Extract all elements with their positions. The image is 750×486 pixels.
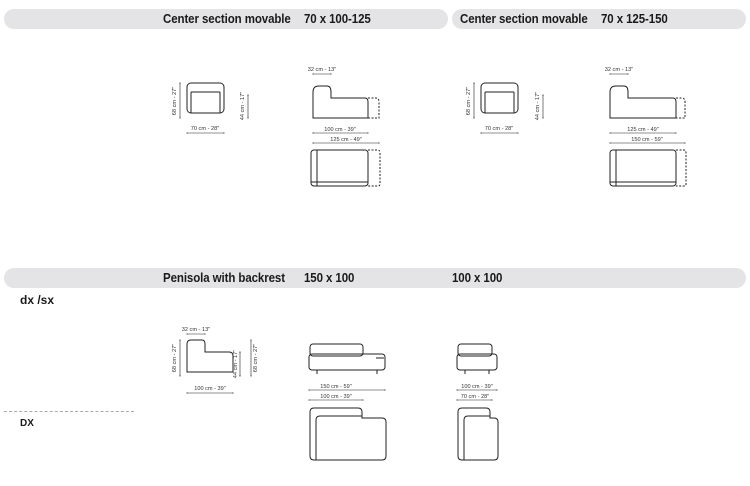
header-size-a: 150 x 100 xyxy=(304,271,355,285)
dim-h44-b: 44 cm - 17" xyxy=(535,92,541,120)
header-bar-left: Center section movable 70 x 100-125 xyxy=(4,9,448,29)
dim-w32-a: 32 cm - 13" xyxy=(308,67,336,73)
top-view-b xyxy=(609,149,687,187)
dim-h44-a: 44 cm - 17" xyxy=(240,92,246,120)
dim-w70-a: 70 cm - 28" xyxy=(191,126,219,132)
dim-w150-c: 150 cm - 59" xyxy=(320,384,352,390)
label-dx-sx: dx /sx xyxy=(20,293,55,307)
dim-w70-b: 70 cm - 28" xyxy=(485,126,513,132)
header-size-b: 100 x 100 xyxy=(452,271,503,285)
header-title-bottom: Penisola with backrest xyxy=(163,271,285,285)
front-view-70-b xyxy=(472,82,545,135)
dim-w32-b: 32 cm - 13" xyxy=(605,67,633,73)
dim-w70-c: 70 cm - 28" xyxy=(461,394,489,400)
dim-w100-a: 100 cm - 39" xyxy=(324,127,356,133)
header-size-right: 70 x 125-150 xyxy=(601,12,668,26)
header-title-left: Center section movable xyxy=(163,12,291,26)
dim-w100-c: 100 cm - 39" xyxy=(194,386,226,392)
dim-h44-c: 44 cm - 17" xyxy=(233,350,239,378)
front-view-70-a xyxy=(178,82,250,135)
section-divider xyxy=(4,411,134,412)
side-view-a xyxy=(312,72,380,145)
dim-w125-a: 125 cm - 49" xyxy=(330,137,362,143)
dim-h68-b: 68 cm - 27" xyxy=(466,87,472,115)
dim-h68-d: 68 cm - 27" xyxy=(253,344,259,372)
dim-w100-e: 100 cm - 39" xyxy=(461,384,493,390)
label-dx: DX xyxy=(20,418,34,429)
header-size-left: 70 x 100-125 xyxy=(304,12,371,26)
dim-h68-a: 68 cm - 27" xyxy=(172,87,178,115)
penisola-150-elevation xyxy=(308,343,386,402)
penisola-side-view xyxy=(178,332,253,395)
dim-h68-c: 68 cm - 27" xyxy=(172,344,178,372)
dim-w125-b: 125 cm - 49" xyxy=(627,127,659,133)
header-bar-bottom: Penisola with backrest 150 x 100 100 x 1… xyxy=(4,268,746,288)
side-view-b xyxy=(609,72,686,145)
top-view-a xyxy=(310,149,381,187)
dim-w100-d: 100 cm - 39" xyxy=(320,394,352,400)
penisola-150-plan xyxy=(309,407,387,461)
penisola-100-plan xyxy=(457,407,499,461)
header-bar-right: Center section movable 70 x 125-150 xyxy=(452,9,746,29)
dim-w150-b: 150 cm - 59" xyxy=(631,137,663,143)
dim-w32-c: 32 cm - 13" xyxy=(182,327,210,333)
penisola-100-elevation xyxy=(456,343,498,402)
header-title-right: Center section movable xyxy=(460,12,588,26)
